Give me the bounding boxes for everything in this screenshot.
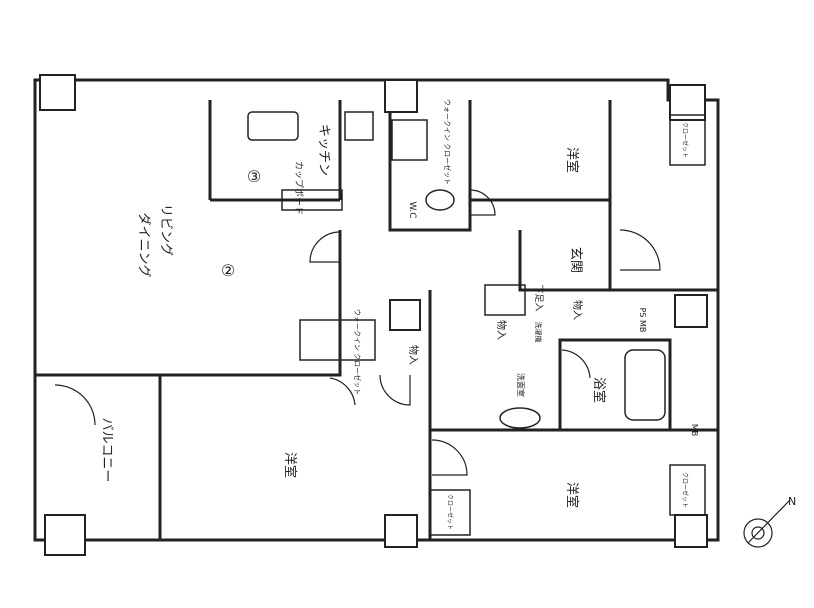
wic-label-bottom: ウォークイン クローゼット <box>353 309 362 395</box>
storage-label-1: 物入 <box>571 300 584 320</box>
dining-label: ダイニング <box>136 212 151 277</box>
wall-entrance <box>518 200 718 292</box>
door-swing <box>619 229 661 271</box>
bedroom-label-top-right: 洋室 <box>564 147 580 173</box>
wash-basin <box>499 407 541 429</box>
living-label: リビング <box>158 204 173 256</box>
compass-north-label: N <box>788 495 796 508</box>
door-swing <box>379 374 411 406</box>
shoe-cabinet <box>484 284 526 316</box>
laundry-label: 洗濯機 <box>534 322 543 343</box>
wall-bath <box>558 338 672 432</box>
wall-kitchen <box>208 100 342 202</box>
closet-unit <box>669 114 706 166</box>
column <box>674 514 708 548</box>
cupboard-unit <box>281 189 343 211</box>
wc-label: W.C <box>407 201 417 218</box>
column <box>384 79 418 113</box>
column <box>39 74 76 111</box>
toilet <box>425 189 455 211</box>
bath-label: 浴室 <box>591 377 607 403</box>
wall-living-right <box>160 230 342 377</box>
closet-label-top-right: クローゼット <box>681 122 689 158</box>
bedroom-label-bottom-right: 洋室 <box>564 482 580 508</box>
wall-balcony <box>35 373 162 540</box>
closet-label-bottom: クローゼット <box>446 494 454 530</box>
closet-unit <box>669 464 706 516</box>
cupboard-label: カップボード <box>293 161 304 215</box>
wic-shelf <box>391 119 428 161</box>
wic-shelf <box>299 319 376 361</box>
mb-label: MB <box>690 424 699 436</box>
kitchen-label: キッチン <box>316 124 331 176</box>
compass-icon: N <box>743 495 796 548</box>
door-swing <box>329 377 356 406</box>
door-swing <box>431 439 468 476</box>
entrance-label: 玄関 <box>568 247 583 273</box>
storage-label-3: 物入 <box>407 345 420 365</box>
marker-3: ③ <box>247 167 261 186</box>
door-swing <box>561 349 591 379</box>
stove <box>344 111 374 141</box>
column <box>669 84 706 121</box>
door-swing <box>309 231 341 263</box>
shoe-label: 下足入 <box>533 284 544 311</box>
wall-bedroom-top-right <box>468 100 612 202</box>
column <box>674 294 708 328</box>
closet-label-bottom-right: クローゼット <box>681 472 689 508</box>
storage-label-2: 物入 <box>495 320 508 340</box>
column <box>384 514 418 548</box>
kitchen-sink <box>247 111 299 141</box>
bathtub <box>624 349 666 421</box>
washroom-label: 洗面室 <box>516 373 526 397</box>
bedroom-label-left: 洋室 <box>282 452 298 478</box>
closet-unit <box>429 489 471 536</box>
column <box>44 514 86 556</box>
balcony-label: バルコニー <box>99 418 114 483</box>
ps-mb-label: PS MB <box>638 308 647 333</box>
marker-2: ② <box>221 261 235 280</box>
column <box>389 299 421 331</box>
door-swing <box>469 189 496 216</box>
door-swing <box>54 384 96 426</box>
wic-label-top: ウォークイン クローゼット <box>443 99 452 185</box>
outer-wall <box>33 78 720 542</box>
